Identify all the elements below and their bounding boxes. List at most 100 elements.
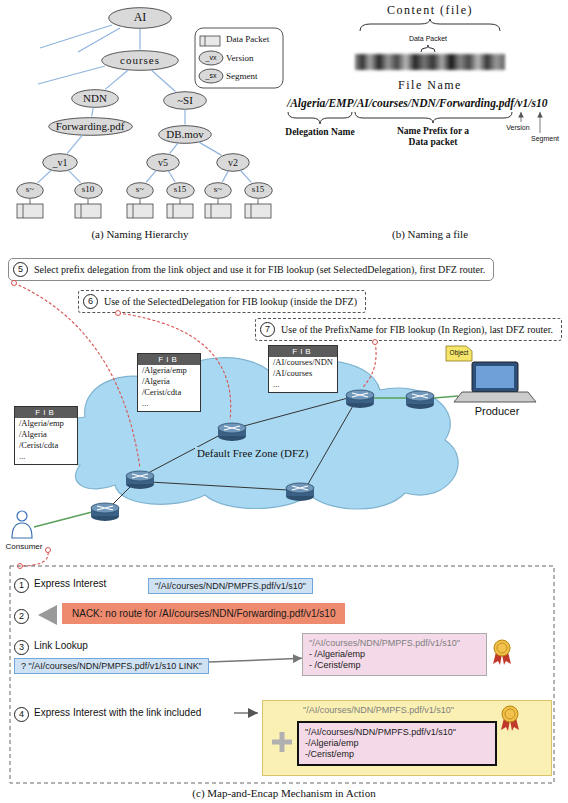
leader-dot <box>12 281 17 286</box>
tree-node-outline <box>17 182 44 198</box>
object-icon <box>446 346 472 361</box>
tree-node-outline <box>166 182 194 198</box>
link-entry: "/AI/courses/NDN/PMPFS.pdf/v1/s10" <box>305 727 489 738</box>
table-row: /AI/courses <box>269 368 337 379</box>
link-entry: - /Algeria/emp <box>309 649 480 660</box>
brace <box>355 112 512 123</box>
tree-node-label: v5 <box>158 157 168 168</box>
tree-node-outline <box>164 91 207 109</box>
tree-node-label: s~ <box>214 185 222 195</box>
hierarchy-link <box>67 135 82 153</box>
tree-node-outline <box>159 125 212 143</box>
table-row: /Algeria/emp <box>138 365 200 376</box>
leader-dot <box>46 548 51 553</box>
tree-node-label: s10 <box>82 185 95 195</box>
tree-node: s~ <box>204 182 232 199</box>
legend-box <box>205 36 206 46</box>
data-packet-icon <box>127 204 153 218</box>
connector-layer <box>38 29 302 662</box>
legend-text: Data Packet <box>226 34 269 44</box>
tree-node: v5 <box>146 153 180 172</box>
table-row: /Cerist/cdta <box>138 387 200 398</box>
tree-node-label: Forwarding.pdf <box>56 120 125 132</box>
name-heading: File Name <box>398 78 462 93</box>
table-row: /Cerist/cdta <box>15 440 77 451</box>
step-text: Use of the SelectedDelegation for FIB lo… <box>104 296 357 308</box>
callout-number: 3 <box>14 640 29 655</box>
step-box: 6Use of the SelectedDelegation for FIB l… <box>78 290 366 313</box>
tree-node-label: DB.mov <box>166 128 204 140</box>
laptop-icon <box>476 366 514 388</box>
pointer-arrow <box>521 112 522 122</box>
steps-frame <box>10 566 554 783</box>
tree-node-outline <box>109 8 172 29</box>
fib-table: FIB/Algeria/emp/Algeria/Cerist/cdta... <box>137 353 201 412</box>
legend-symbol-text: _vx <box>206 54 217 61</box>
legend-box <box>199 69 223 83</box>
callout-number: 4 <box>14 707 29 722</box>
tree-node: s10 <box>74 182 103 199</box>
tree-node-outline <box>205 182 232 198</box>
data-packet-icon <box>17 199 271 218</box>
tree-node: AI <box>108 7 172 29</box>
tree-node-label: AI <box>134 11 147 24</box>
data-packet-icon <box>245 204 271 218</box>
router-icon <box>406 391 434 409</box>
tree-node: ~SI <box>163 91 207 110</box>
interest-box: "/AI/courses/NDN/PMPFS.pdf/v1/s10" <box>148 578 313 594</box>
tree-node-outline <box>74 182 102 198</box>
hierarchy-link <box>92 107 94 116</box>
hierarchy-link <box>168 171 175 182</box>
flow-arrow <box>209 658 302 662</box>
flow-arrow <box>234 712 258 714</box>
router-icon <box>91 503 119 521</box>
router-icon <box>346 390 374 408</box>
step-text: Use of the PrefixName for FIB lookup (In… <box>281 324 553 336</box>
sub-caption: (a) Naming Hierarchy <box>91 228 188 240</box>
producer-label: Producer <box>475 405 520 417</box>
laptop-icon <box>454 362 536 402</box>
content-bar <box>355 54 505 70</box>
hierarchy-link <box>151 70 175 91</box>
hierarchy-link <box>170 143 178 153</box>
hierarchy-link <box>139 29 140 50</box>
tree-node-label: s15 <box>174 185 187 195</box>
legend-text: Segment <box>226 71 258 81</box>
tree-node-outline <box>102 50 179 70</box>
tree-node-label: v2 <box>228 157 238 168</box>
name-part-label: Version <box>506 124 529 131</box>
leader-dot <box>373 340 378 345</box>
tree-node: s15 <box>244 182 273 199</box>
legend-box <box>199 51 223 65</box>
consumer-icon <box>12 523 32 538</box>
step-label: Link Lookup <box>34 640 88 651</box>
link-object: "/AI/courses/NDN/PMPFS.pdf/v1/s10"- /Alg… <box>302 633 487 676</box>
legend-box <box>195 28 283 88</box>
table-row: /Algeria <box>15 429 77 440</box>
table-heading: FIB <box>269 346 337 357</box>
callout-number: 1 <box>14 578 29 593</box>
nack-arrow <box>38 605 57 625</box>
cloud-region: Default Free Zone (DFZ) <box>40 345 470 510</box>
tree-node-outline <box>127 182 154 198</box>
consumer-label: Consumer <box>6 542 43 551</box>
link-entry: - /Cerist/emp <box>309 660 480 671</box>
interest-name: "/AI/courses/NDN/PMPFS.pdf/v1/s10" <box>155 581 306 591</box>
hierarchy-link <box>68 170 80 182</box>
brace <box>288 112 352 124</box>
tree-node-outline <box>72 89 119 107</box>
step-box: 5Select prefix delegation from the link … <box>8 258 494 281</box>
interest-box: ? "/AI/courses/NDN/PMPFS.pdf/v1/s10 LINK… <box>14 658 209 674</box>
tree-node: s15 <box>166 182 195 199</box>
hierarchy-link <box>184 110 185 125</box>
leader-dot <box>116 311 121 316</box>
tree-node-label: courses <box>120 54 160 66</box>
region-label: Default Free Zone (DFZ) <box>195 447 311 459</box>
object-icon <box>446 346 472 361</box>
interest-name: ? "/AI/courses/NDN/PMPFS.pdf/v1/s10 LINK… <box>21 661 202 671</box>
hierarchy-link <box>222 171 228 182</box>
tree-node-label: s15 <box>252 185 265 195</box>
consumer-icon <box>17 511 27 521</box>
file-name: /Algeria/EMP/AI/courses/NDN/Forwarding.p… <box>287 97 547 109</box>
cloud-outline <box>54 358 458 509</box>
